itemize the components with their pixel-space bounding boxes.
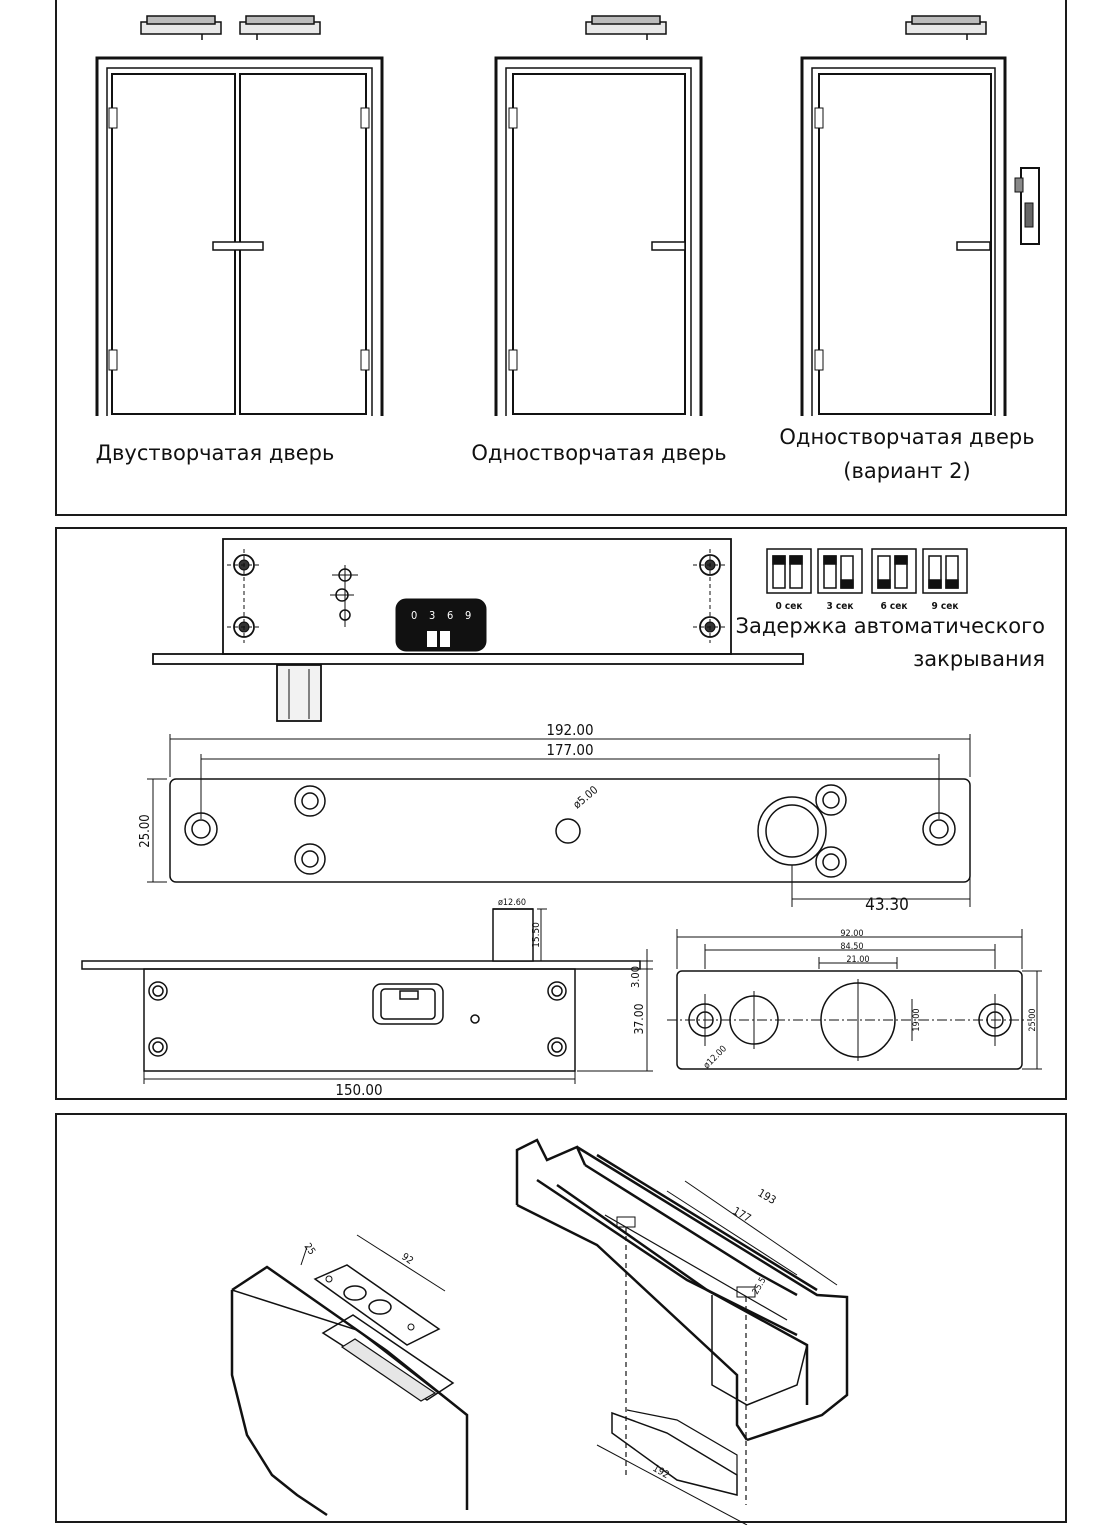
- selector-digit-3: 3: [429, 609, 435, 622]
- delay-caption: Задержка автоматического: [736, 614, 1045, 638]
- dim-install-192: 192: [651, 1463, 671, 1481]
- installation-drawings: 25 92 193 177 25.5 192: [230, 1138, 849, 1525]
- door-leaf-isometric: [230, 1234, 469, 1517]
- dim-bolt-12-6: ø12.60: [498, 898, 526, 908]
- door-frame-isometric: [515, 1138, 849, 1525]
- delay-6-label: 6 сек: [881, 601, 908, 612]
- selector-digit-6: 6: [447, 609, 453, 622]
- dim-install-92: 92: [399, 1251, 415, 1267]
- single-door-drawing: [494, 56, 703, 416]
- dim-strike-25: 25.00: [1028, 1008, 1038, 1031]
- dim-43-30: 43.30: [865, 895, 909, 915]
- single-door-caption: Одностворчатая дверь: [471, 441, 726, 465]
- dim-92: 92.00: [840, 929, 863, 939]
- dip-switch-legend: [766, 548, 968, 594]
- dim-21: 21.00: [846, 955, 869, 965]
- lock-face-view: [147, 734, 971, 907]
- dim-15-5: 15.50: [531, 922, 542, 948]
- double-door-caption: Двустворчатая дверь: [96, 441, 335, 465]
- double-door-drawing: [95, 56, 384, 416]
- lock-front-view: [152, 538, 804, 722]
- dim-hole-12: ø12.00: [702, 1044, 729, 1071]
- door-drawings: Двустворчатая дверь Одностворчатая дверь…: [95, 15, 1040, 483]
- dim-hole-5: ø5.00: [571, 783, 601, 811]
- dim-37: 37.00: [632, 1003, 646, 1034]
- dim-19: 19.00: [912, 1008, 922, 1031]
- delay-caption-line2: закрывания: [913, 647, 1045, 671]
- led-indicator-icon: [330, 565, 358, 627]
- lock-side-view: [81, 908, 653, 1084]
- single-door-v2-caption: Одностворчатая дверь: [779, 425, 1034, 449]
- door-types-panel: Двустворчатая дверь Одностворчатая дверь…: [55, 0, 1067, 516]
- delay-selector-dial: [395, 598, 487, 652]
- selector-digit-0: 0: [411, 609, 417, 622]
- delay-9-label: 9 сек: [932, 601, 959, 612]
- door-closer-icon: [140, 15, 987, 40]
- installation-panel: 25 92 193 177 25.5 192: [55, 1113, 1067, 1525]
- screw-icon: [227, 549, 727, 643]
- delay-0-label: 0 сек: [776, 601, 803, 612]
- lock-dimensions-panel: 0 3 6 9 0 сек 3 сек 6 сек 9 сек Задержка…: [55, 527, 1067, 1100]
- dim-192: 192.00: [546, 721, 593, 739]
- single-door-v2-subcaption: (вариант 2): [843, 459, 970, 483]
- lock-drawings: 0 3 6 9 0 сек 3 сек 6 сек 9 сек Задержка…: [81, 538, 1045, 1099]
- dim-84-5: 84.50: [840, 942, 863, 952]
- dim-install-25: 25: [302, 1241, 318, 1257]
- dim-25: 25.00: [138, 814, 153, 847]
- dim-3: 3.00: [629, 966, 642, 988]
- selector-digit-9: 9: [465, 609, 471, 622]
- dim-150: 150.00: [335, 1081, 382, 1099]
- dim-177: 177.00: [546, 741, 593, 759]
- delay-3-label: 3 сек: [827, 601, 854, 612]
- dim-install-177: 177: [731, 1204, 754, 1225]
- strike-plate-view: [667, 929, 1042, 1070]
- dim-install-193: 193: [756, 1186, 779, 1207]
- single-door-v2-drawing: [800, 56, 1040, 416]
